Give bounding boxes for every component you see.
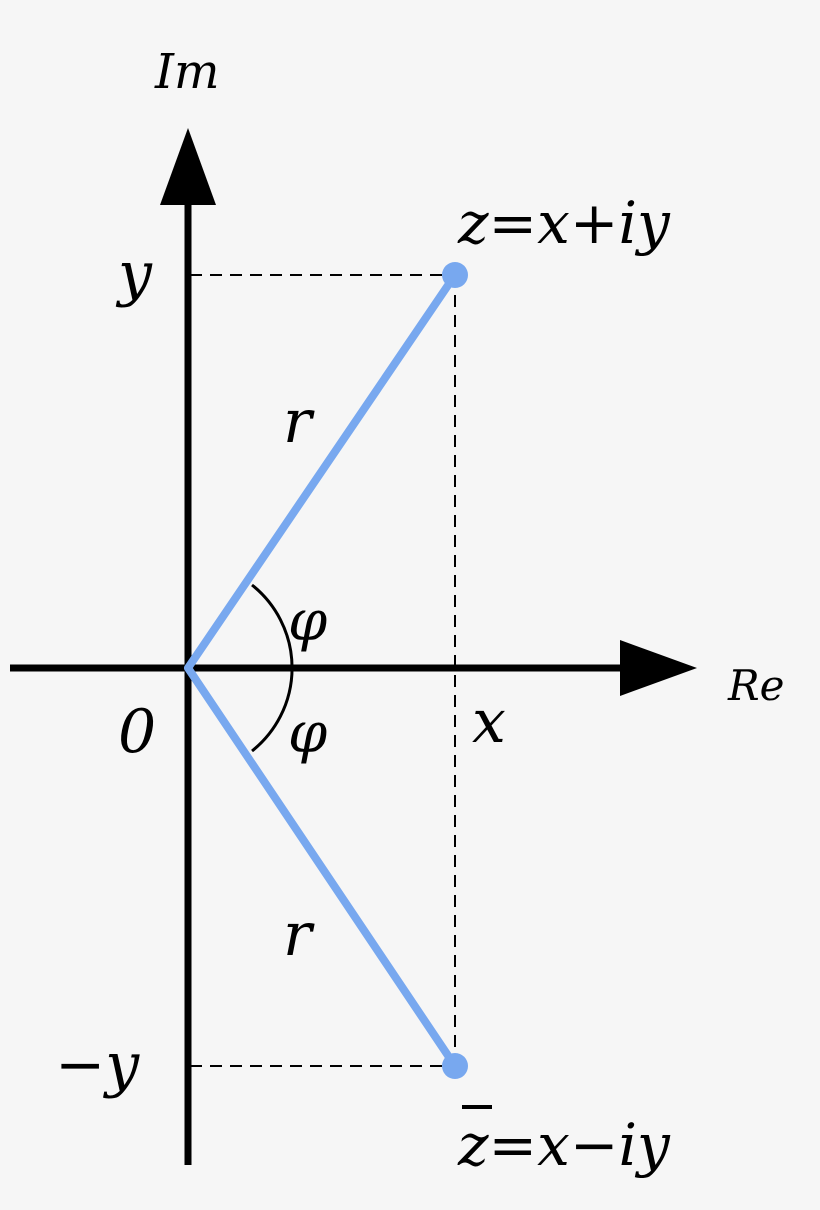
vector-zbar [184,664,459,1070]
y-tick-label: y [115,239,153,309]
re-axis-label: Re [727,661,784,710]
angle-arc [251,583,294,753]
zbar-label: z=x−iy [457,1111,671,1179]
point-z [442,262,468,288]
r-lower-label: r [283,900,315,970]
phi-lower-label: φ [288,701,327,766]
origin-label: 0 [118,697,156,767]
vector-z [184,271,459,672]
r-upper-label: r [283,387,315,457]
im-axis-label: Im [154,44,219,100]
x-tick-label: x [472,687,506,757]
neg-y-tick-label: −y [55,1030,140,1100]
phi-upper-label: φ [288,589,327,654]
point-zbar [442,1053,468,1079]
z-label: z=x+iy [457,189,671,257]
imaginary-axis-arrowhead [160,128,216,205]
real-axis-arrowhead [620,640,697,696]
